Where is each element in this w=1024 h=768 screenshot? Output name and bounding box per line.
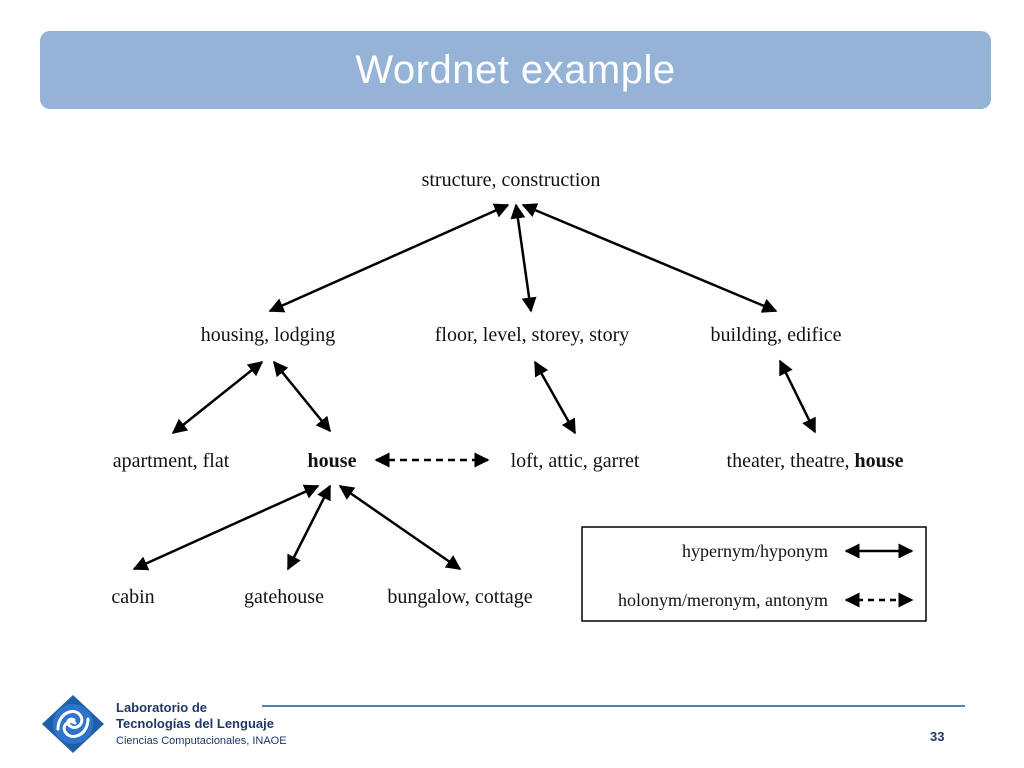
legend-holonym-label: holonym/meronym, antonym — [618, 590, 828, 610]
edge-floor-loft — [533, 360, 577, 435]
edge-structure-building — [521, 203, 778, 313]
page-number: 33 — [930, 729, 945, 744]
node-housing-lodging: housing, lodging — [201, 324, 335, 346]
node-house: house — [308, 450, 357, 472]
edge-house-bungalow — [338, 484, 462, 571]
edge-housing-apartment — [171, 361, 264, 434]
title-bar: Wordnet example — [40, 31, 991, 109]
edge-building-theater — [778, 359, 817, 434]
node-structure-construction: structure, construction — [422, 169, 601, 191]
footer-lab-name-line1: Laboratorio de — [116, 700, 208, 715]
edge-house-cabin — [132, 484, 320, 571]
footer-divider — [262, 705, 965, 707]
footer-lab-name-line2: Tecnologías del Lenguaje — [116, 716, 274, 731]
node-theater-label: theater, theatre, — [727, 450, 850, 472]
node-bungalow-cottage: bungalow, cottage — [387, 586, 532, 608]
node-theater-theatre-house: theater, theatre, house — [727, 450, 904, 472]
edge-housing-house — [273, 360, 331, 433]
node-loft-attic-garret: loft, attic, garret — [511, 450, 640, 472]
node-cabin: cabin — [111, 586, 154, 608]
legend-hypernym-label: hypernym/hyponym — [682, 541, 828, 561]
edge-structure-housing — [268, 203, 510, 313]
edge-house-gatehouse — [286, 484, 332, 571]
node-apartment-flat: apartment, flat — [113, 450, 230, 472]
node-floor-level-storey-story: floor, level, storey, story — [435, 324, 630, 346]
node-gatehouse: gatehouse — [244, 586, 324, 608]
node-theater-house-label: house — [855, 450, 904, 472]
inaoe-logo-icon — [42, 695, 104, 753]
edge-structure-floor — [510, 203, 537, 313]
slide-title: Wordnet example — [355, 47, 676, 92]
footer-institution: Ciencias Computacionales, INAOE — [116, 735, 287, 747]
legend: hypernym/hyponym holonym/meronym, antony… — [581, 526, 927, 622]
node-building-edifice: building, edifice — [710, 324, 841, 346]
